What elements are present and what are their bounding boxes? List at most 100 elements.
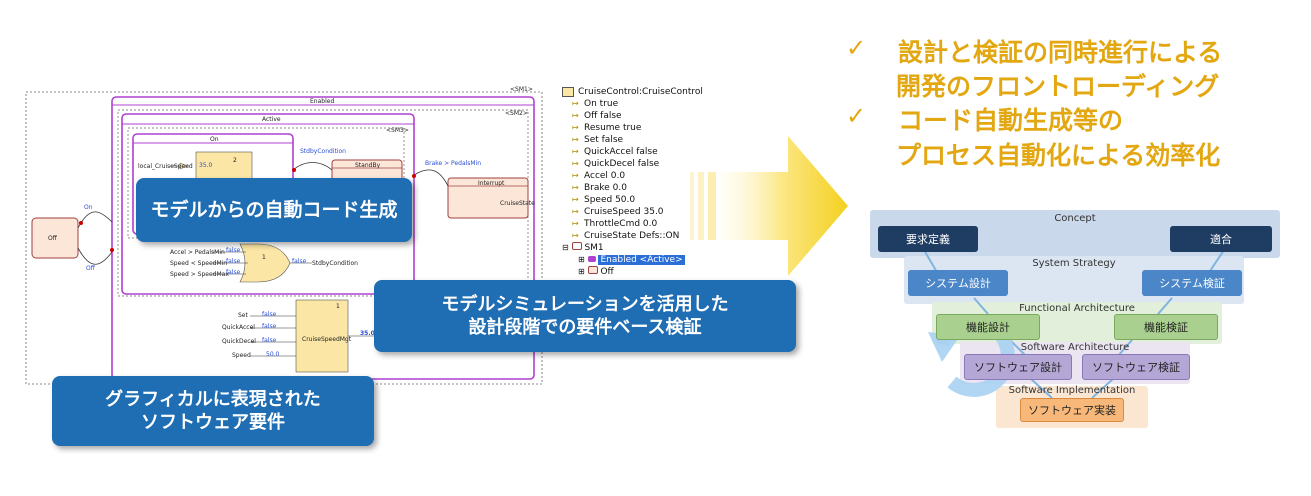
tree-item-label: ThrottleCmd 0.0 — [584, 219, 658, 229]
mgt-input-2: QuickAccel — [222, 324, 255, 331]
software-architecture-label: Software Architecture — [1020, 342, 1130, 353]
simulation-callout: モデルシミュレーションを活用した 設計段階での要件ベース検証 — [374, 280, 796, 352]
simulation-line1: モデルシミュレーションを活用した — [441, 293, 729, 315]
auto-code-callout: モデルからの自動コード生成 — [136, 178, 412, 242]
tree-item[interactable]: ↦ Off false — [572, 110, 692, 122]
on-value: 35.0 — [199, 162, 213, 169]
tree-sm1-label: SM1 — [584, 243, 604, 253]
functional-architecture-label: Functional Architecture — [1019, 303, 1135, 314]
tree-item-label: CruiseSpeed 35.0 — [584, 207, 664, 217]
stdby-condition: StdbyCondition — [300, 148, 346, 155]
tree-item[interactable]: ↦Accel 0.0 — [572, 170, 692, 182]
signal-arrow-icon: ↦ — [572, 195, 579, 204]
tree-item-label: QuickAccel false — [584, 147, 658, 157]
off-state — [31, 217, 79, 259]
signal-arrow-icon: ↦ — [572, 219, 579, 228]
graphical-callout: グラフィカルに表現された ソフトウェア要件 — [52, 376, 374, 446]
right-arrow — [690, 136, 848, 276]
or-input-1: Accel > PedalsMin — [170, 249, 225, 256]
conformance-box: 適合 — [1170, 226, 1272, 252]
check-icon-1: ✓ — [846, 34, 867, 62]
tree-item-label: Brake 0.0 — [584, 183, 627, 193]
headline-line4: プロセス自動化による効率化 — [896, 141, 1221, 170]
variable-tree: CruiseControl:CruiseControl ↦ On true ↦ Off… — [562, 86, 703, 278]
off-label: Off — [48, 235, 57, 242]
tree-off-label: Off — [600, 267, 614, 277]
mgt-label: CruiseSpeedMgt — [302, 336, 352, 343]
statechart-diagram: <SM1> Enabled <SM2> Active <SM3> On loca… — [0, 0, 560, 400]
mgt-output-value: 35.0 — [360, 330, 375, 337]
tree-item-label: QuickDecel false — [584, 159, 660, 169]
local-cruise-speed: local_CruiseSpeed — [138, 163, 193, 170]
on-transition: On — [84, 204, 93, 211]
tree-enabled[interactable]: ⊞ Enabled <Active> — [578, 255, 685, 265]
tree-item[interactable]: ↦ Resume true — [572, 122, 692, 134]
mgt-value-4: 50.0 — [266, 351, 280, 358]
mgt-input-1: Set — [238, 312, 248, 319]
mgt-value-2: false — [262, 323, 277, 330]
system-strategy-label: System Strategy — [1032, 258, 1116, 269]
function-design-box: 機能設計 — [936, 314, 1040, 340]
active-label: Active — [262, 116, 281, 123]
active-state — [121, 113, 415, 295]
interrupt-label: Interrupt — [478, 180, 505, 187]
tree-sm1[interactable]: ⊟ SM1 — [562, 242, 604, 253]
signal-arrow-icon: ↦ — [572, 123, 579, 132]
signal-arrow-icon: ↦ — [572, 111, 579, 120]
function-verification-box: 機能検証 — [1114, 314, 1218, 340]
or-value-3: false — [226, 269, 241, 276]
mgt-block-num: 1 — [336, 303, 340, 310]
headline-line1: 設計と検証の同時進行による — [898, 38, 1223, 67]
tree-item[interactable]: ↦ QuickAccel false — [572, 146, 692, 158]
enabled-label: Enabled — [310, 98, 335, 105]
signal-arrow-icon: ↦ — [572, 147, 579, 156]
tree-item[interactable]: ↦ CruiseSpeed 35.0 — [572, 206, 692, 218]
or-value-2: false — [226, 258, 241, 265]
tree-item[interactable]: ↦ Set false — [572, 134, 692, 146]
or-input-2: Speed < SpeedMin — [170, 260, 228, 267]
tree-root[interactable]: CruiseControl:CruiseControl — [562, 86, 703, 98]
tree-item-label: Set false — [584, 135, 624, 145]
software-impl-box: ソフトウェア実装 — [1020, 398, 1124, 422]
or-value-1: false — [226, 247, 241, 254]
mgt-input-4: Speed — [232, 352, 251, 359]
system-verification-box: システム検証 — [1142, 270, 1242, 296]
tree-items: ↦ On true ↦ Off false ↦ Resume true ↦ Set false… — [562, 98, 692, 242]
tree-item[interactable]: ↦ ThrottleCmd 0.0 — [572, 218, 692, 230]
interrupt-state — [447, 177, 529, 219]
tree-item-label: Speed 50.0 — [584, 195, 636, 205]
signal-arrow-icon: ↦ — [572, 159, 579, 168]
standby-label: StandBy — [355, 162, 381, 169]
sm2-tag: <SM2> — [505, 110, 528, 117]
tree-item-label: On true — [584, 99, 619, 109]
simulation-line2: 設計段階での要件ベース検証 — [468, 317, 702, 338]
signal-arrow-icon: ↦ — [572, 231, 579, 240]
signal-arrow-icon: ↦ — [572, 99, 579, 108]
tree-item-label: Accel 0.0 — [584, 171, 626, 181]
tree-item[interactable]: ↦ CruiseState Defs::ON — [572, 230, 692, 242]
on-label: On — [210, 136, 219, 143]
headline-line2: 開発のフロントローディング — [896, 72, 1220, 101]
software-design-box: ソフトウェア設計 — [964, 354, 1072, 380]
tree-off[interactable]: ⊞ Off — [578, 266, 614, 277]
concept-label: Concept — [1054, 213, 1096, 224]
mgt-value-3: false — [262, 337, 277, 344]
off-transition: Off — [86, 265, 95, 272]
cruise-speed-mgt-block — [295, 299, 349, 373]
tree-item[interactable]: ↦Brake 0.0 — [572, 182, 692, 194]
or-block-num: 1 — [262, 254, 266, 261]
mgt-value-1: false — [262, 311, 277, 318]
software-verification-box: ソフトウェア検証 — [1082, 354, 1190, 380]
signal-arrow-icon: ↦ — [572, 135, 579, 144]
signal-arrow-icon: ↦ — [572, 207, 579, 216]
cruise-state: CruiseState — [500, 200, 535, 207]
tree-item-label: Resume true — [584, 123, 642, 133]
auto-code-text: モデルからの自動コード生成 — [150, 198, 398, 221]
system-design-box: システム設計 — [908, 270, 1008, 296]
v-model-diagram: Concept 要求定義 適合 System Strategy システム設計 シ… — [870, 210, 1282, 436]
tree-item-label: Off false — [584, 111, 622, 121]
tree-item-label: CruiseState Defs::ON — [584, 231, 680, 241]
tree-item[interactable]: ↦ Speed 50.0 — [572, 194, 692, 206]
tree-item[interactable]: ↦ On true — [572, 98, 692, 110]
tree-item[interactable]: ↦ QuickDecel false — [572, 158, 692, 170]
